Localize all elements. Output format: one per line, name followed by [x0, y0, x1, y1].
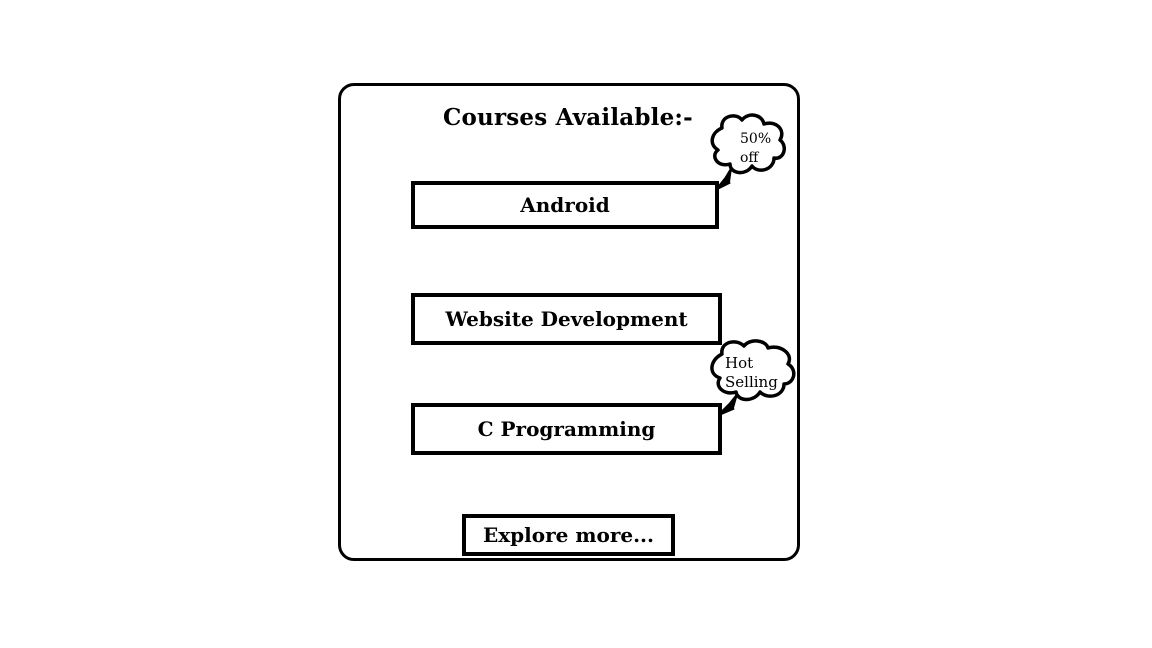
discount-badge-line1: 50% — [740, 131, 772, 147]
hot-selling-badge-cloud-icon — [710, 339, 796, 416]
card-title: Courses Available:- — [443, 104, 693, 131]
explore-more-button[interactable]: Explore more... — [462, 514, 675, 556]
course-label-website-development: Website Development — [445, 307, 688, 331]
hot-selling-badge-line1: Hot — [725, 354, 754, 372]
course-button-c-programming[interactable]: C Programming — [411, 403, 722, 455]
hot-selling-badge-text: Hot Selling — [725, 354, 778, 392]
discount-badge-line2: off — [740, 150, 759, 166]
course-button-website-development[interactable]: Website Development — [411, 293, 722, 345]
hot-selling-badge-line2: Selling — [725, 373, 778, 391]
course-label-c-programming: C Programming — [477, 417, 656, 441]
discount-badge-cloud-icon — [710, 113, 786, 190]
discount-badge-text: 50% off — [740, 130, 771, 168]
explore-more-label: Explore more... — [483, 523, 654, 547]
course-button-android[interactable]: Android — [411, 181, 719, 229]
course-label-android: Android — [520, 193, 610, 217]
